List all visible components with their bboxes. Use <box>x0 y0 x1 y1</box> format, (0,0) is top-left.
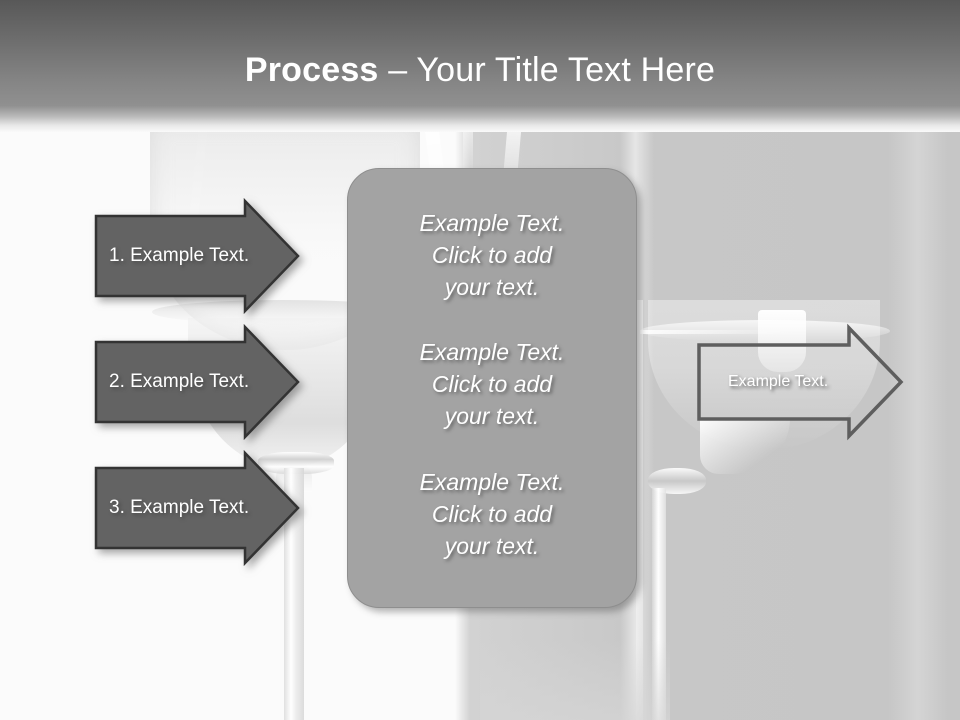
process-step-arrow-3[interactable]: 3. Example Text. <box>94 449 300 567</box>
arrow-right-icon <box>94 197 300 315</box>
center-block-1-line-3: your text. <box>444 274 540 300</box>
center-text-block-3[interactable]: Example Text. Click to add your text. <box>348 466 636 562</box>
process-step-arrow-2-label: 2. Example Text. <box>109 371 250 392</box>
center-block-3-line-1: Example Text. <box>419 469 565 495</box>
title-strong: Process <box>244 51 379 89</box>
wine-glass-left-node <box>258 452 334 474</box>
center-block-2-line-2: Click to add <box>431 371 553 397</box>
arrow-right-outline-icon <box>697 323 904 441</box>
title-separator: – <box>378 51 417 89</box>
center-block-1-line-1: Example Text. <box>419 210 565 236</box>
center-content-panel[interactable]: Example Text. Click to add your text. Ex… <box>347 168 637 608</box>
wine-glass-left-stem <box>284 468 304 720</box>
center-block-3-line-3: your text. <box>444 533 540 559</box>
center-block-2-line-3: your text. <box>444 403 540 429</box>
arrow-right-icon <box>94 449 300 567</box>
page-title: Process – Your Title Text Here <box>0 50 960 90</box>
wine-glass-right-rim-streak <box>640 330 790 334</box>
center-text-block-2[interactable]: Example Text. Click to add your text. <box>348 336 636 432</box>
process-outcome-arrow-label: Example Text. <box>728 373 829 390</box>
wine-glass-right-edge <box>636 300 643 720</box>
title-light: Your Title Text Here <box>416 51 716 89</box>
center-block-3-line-2: Click to add <box>431 501 553 527</box>
process-step-arrow-3-label: 3. Example Text. <box>109 497 250 518</box>
wine-glass-right-highlight <box>758 310 806 372</box>
title-banner: Process – Your Title Text Here <box>0 0 960 132</box>
glass-stem-streak-mid <box>463 110 473 180</box>
arrow-right-icon <box>94 323 300 441</box>
center-block-1-line-2: Click to add <box>431 242 553 268</box>
process-step-arrow-2[interactable]: 2. Example Text. <box>94 323 300 441</box>
process-step-arrow-1-label: 1. Example Text. <box>109 245 250 266</box>
background-bottom-fade <box>480 640 670 720</box>
center-text-block-1[interactable]: Example Text. Click to add your text. <box>348 207 636 303</box>
center-block-2-line-1: Example Text. <box>419 339 565 365</box>
process-step-arrow-1[interactable]: 1. Example Text. <box>94 197 300 315</box>
process-outcome-arrow[interactable]: Example Text. <box>697 323 904 441</box>
